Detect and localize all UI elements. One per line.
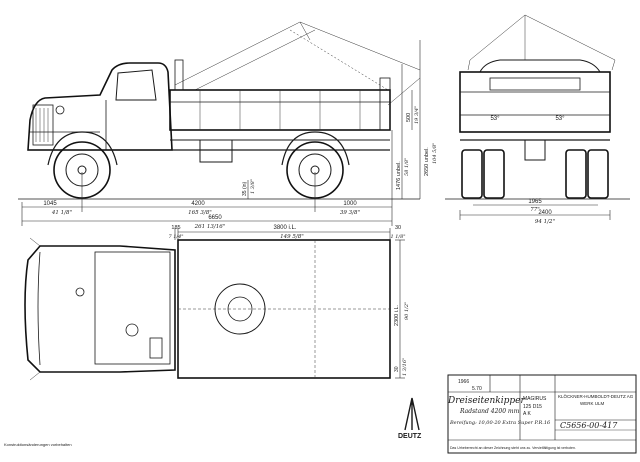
tilt-angle-right: 53° [555, 116, 565, 122]
dim-cab-offset: 185 [171, 225, 180, 231]
cab [27, 62, 173, 151]
top-cab [24, 245, 176, 373]
dim-cab-offset-in: 7 1/4" [168, 234, 183, 240]
logo-text: DEUTZ [398, 433, 422, 440]
dim-side-gap: 30 [394, 366, 400, 372]
dim-bed-top-gap-in: 1 1/8" [390, 234, 405, 240]
dim-total-height-in: 104 5/8" [432, 143, 438, 164]
rear-cab-roof [479, 59, 601, 73]
tailgate-post [379, 77, 391, 131]
deutz-logo: DEUTZ [398, 397, 422, 440]
drawing-subtitle: Radstand 4200 mm [459, 408, 520, 415]
dim-rear-overhang: 1000 [343, 201, 357, 207]
rear-tilt-outline [467, 14, 616, 71]
side-view: 1045 41 1/8" 4200 165 3/8" 1000 39 3/8" … [18, 21, 438, 230]
dim-bed-width-in: 90 1/2" [404, 302, 410, 320]
model-sub: 125 D15 [523, 404, 542, 410]
dim-total-length: 6650 [208, 215, 222, 221]
dim-rear-overhang-in: 39 3/8" [340, 210, 360, 216]
dim-bed-length: 3800 i.L. [273, 225, 296, 231]
tilted-body-outline [174, 21, 421, 106]
top-dimension-lines [174, 228, 405, 379]
dim-bed-length-in: 149 5/8" [280, 234, 304, 240]
dim-ground-clearance: 35 (in) [242, 181, 248, 196]
dim-cab-height-in: 58 1/8" [404, 158, 410, 176]
drawing-number: C5656-00-417 [560, 421, 618, 430]
rear-right-wheel [565, 149, 587, 199]
model-name: MAGIRUS [523, 396, 547, 402]
cab-window [115, 69, 157, 101]
company-name: KLÖCKNER-HUMBOLDT-DEUTZ AG [558, 393, 634, 399]
dim-width: 2400 [538, 210, 552, 216]
dim-wheelbase-in: 165 3/8" [188, 210, 212, 216]
rear-wheel [281, 131, 350, 199]
dim-width-in: 94 1/2" [535, 219, 555, 225]
dim-body-height: 500 [406, 113, 412, 122]
dim-track: 1965 [528, 199, 542, 205]
company-location: WERK ULM [580, 401, 605, 406]
dim-total-length-in: 261 13/16" [194, 224, 226, 230]
drawing-title: Dreiseitenkipper [447, 396, 525, 406]
dim-ground-clearance-in: 1 3/8" [250, 179, 256, 194]
headlight [55, 105, 65, 115]
top-cab-roof [94, 251, 171, 365]
dim-cab-height: 1476 unbel. [396, 161, 402, 190]
tyre-spec: Bereifung: 10,00-20 Extra Super P.R.16 [449, 420, 551, 426]
top-steering-wheel [125, 323, 139, 337]
top-tipping-cylinder-ring [214, 283, 266, 335]
tilt-angle-left: 53° [490, 116, 500, 122]
dim-bed-width: 2300 i.L. [394, 304, 400, 326]
dim-body-height-in: 19 3/4" [414, 106, 420, 124]
title-scale: 5.70 [472, 386, 482, 392]
rear-view: 53° 53° 1965 77" 2400 94 1/2" [445, 14, 630, 225]
change-note: Konstruktionsänderungen vorbehalten [4, 442, 72, 447]
dim-front-overhang: 1045 [43, 201, 57, 207]
title-date: 1966 [458, 379, 469, 385]
front-wheel [47, 131, 118, 199]
copyright-note: Das Urheberrecht an dieser Zeichnung ste… [450, 446, 576, 450]
dim-total-height: 2650 unbel. [424, 147, 430, 176]
dim-track-in: 77" [530, 207, 540, 213]
model-type: A K [523, 411, 531, 417]
fuel-tank [199, 139, 233, 163]
rear-body [459, 71, 611, 133]
front-grille [32, 104, 54, 146]
top-view: 3800 i.L. 149 5/8" 185 7 1/4" 30 1 1/8" … [24, 225, 410, 381]
dim-front-overhang-in: 41 1/8" [51, 210, 72, 216]
dim-side-gap-in: 1 3/16" [402, 358, 408, 376]
rear-left-wheel [461, 149, 483, 199]
dump-body [169, 59, 391, 131]
dim-wheelbase: 4200 [191, 201, 205, 207]
title-block: 1966 5.70 Dreiseitenkipper Radstand 4200… [398, 374, 637, 454]
side-dimension-lines [21, 40, 421, 226]
dim-bed-top-gap: 30 [395, 225, 401, 231]
rear-dimension-lines [459, 204, 611, 220]
headboard-post [174, 59, 184, 91]
